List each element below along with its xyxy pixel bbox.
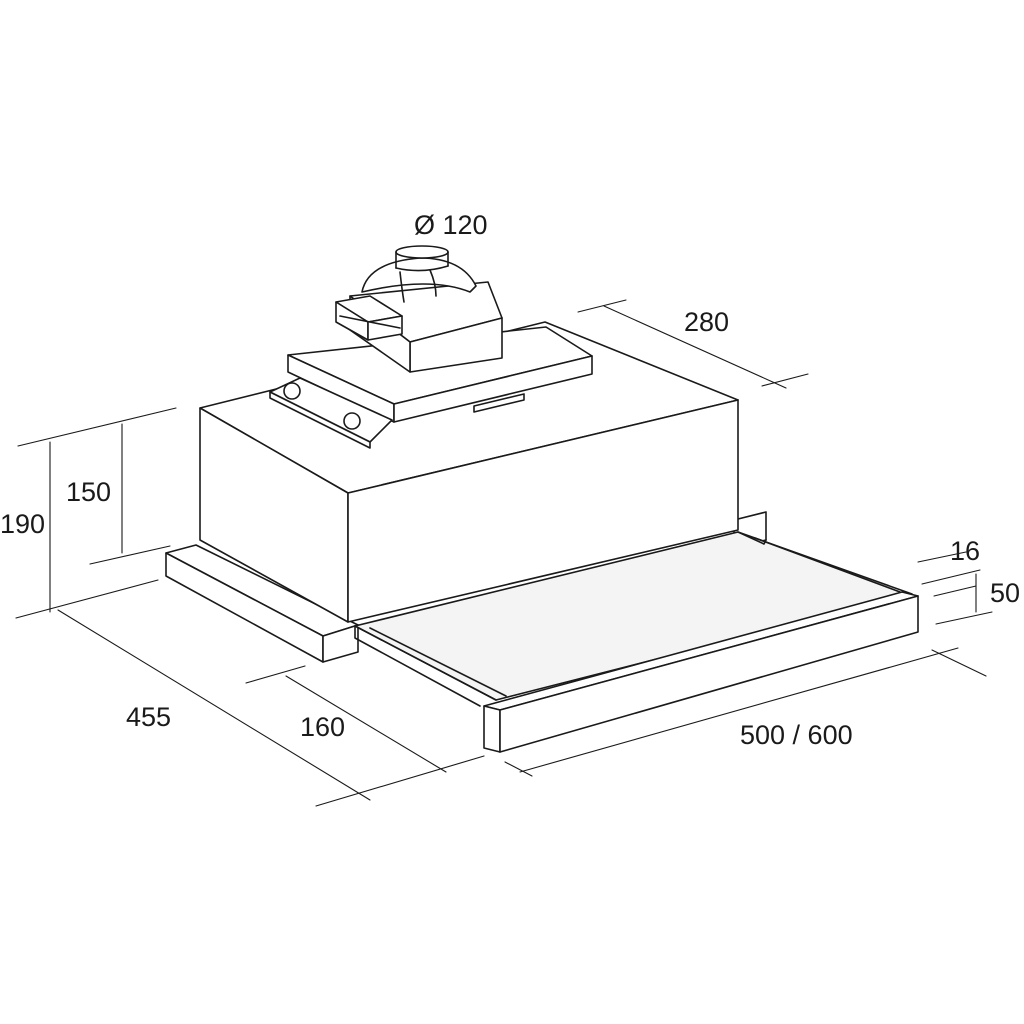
sliding-tray [354,531,919,753]
height-190-label: 190 [0,509,46,539]
panel-50-label: 50 [990,578,1021,608]
dimension-lines [15,299,993,807]
motor-housing [335,245,503,373]
depth-160-label: 160 [300,712,346,742]
duct-diameter-label: Ø 120 [414,210,488,240]
panel-16-label: 16 [950,536,981,566]
width-label: 500 / 600 [740,720,853,750]
lower-rails [165,511,767,663]
depth-455-label: 455 [126,702,172,732]
height-150-label: 150 [66,477,112,507]
depth-280-label: 280 [684,307,730,337]
